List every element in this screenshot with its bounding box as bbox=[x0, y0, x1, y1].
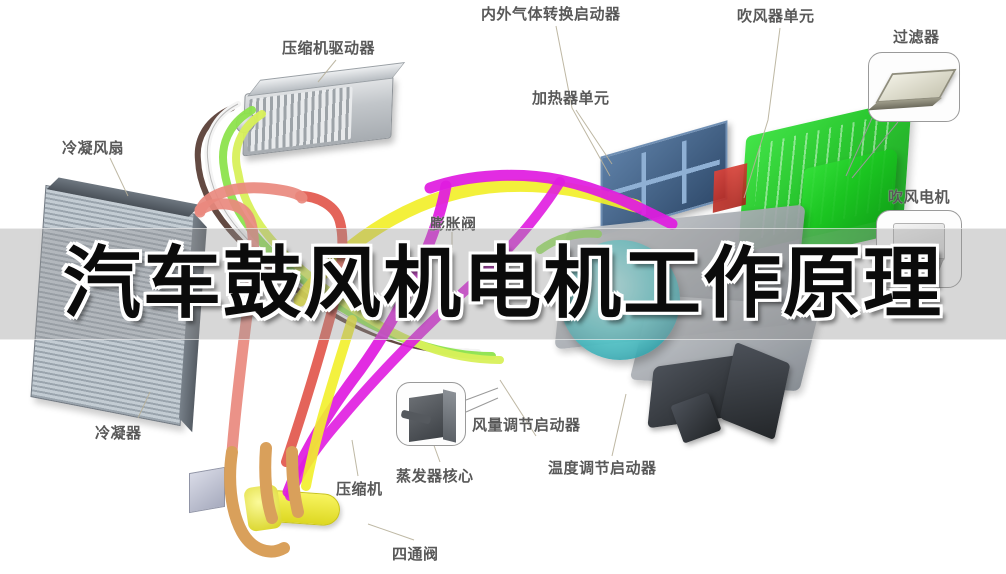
blower-motor-callout-box bbox=[876, 210, 962, 288]
label-condenser-fan: 冷凝风扇 bbox=[62, 140, 125, 157]
compressor-driver-part bbox=[235, 61, 406, 157]
label-condenser: 冷凝器 bbox=[95, 425, 142, 442]
receiver-drier-part bbox=[189, 466, 225, 514]
title-band-bottom-rule bbox=[0, 339, 1006, 340]
label-blower-unit: 吹风器单元 bbox=[737, 8, 815, 25]
cabin-filter-icon bbox=[875, 68, 957, 104]
label-blower-motor: 吹风电机 bbox=[888, 189, 951, 206]
label-air-source-actuator: 内外气体转换启动器 bbox=[481, 6, 621, 23]
hvac-seal-red bbox=[712, 163, 748, 213]
label-compressor: 压缩机 bbox=[336, 481, 383, 498]
title-band bbox=[0, 228, 1006, 340]
label-filter: 过滤器 bbox=[893, 29, 940, 46]
label-airflow-actuator: 风量调节启动器 bbox=[472, 417, 581, 434]
blower-motor-icon bbox=[893, 223, 945, 261]
driver-heatsink-fins bbox=[247, 86, 353, 152]
label-temperature-actuator: 温度调节启动器 bbox=[548, 460, 657, 477]
label-heater-unit: 加热器单元 bbox=[532, 90, 610, 107]
damper-face-icon bbox=[443, 389, 456, 443]
page-title: 汽车鼓风机电机工作原理 bbox=[62, 239, 943, 329]
condenser-top-tank bbox=[46, 177, 201, 217]
filter-callout-box bbox=[868, 52, 960, 122]
title-band-top-rule bbox=[0, 228, 1006, 229]
compressor-clutch bbox=[243, 483, 283, 533]
heater-core-grid bbox=[608, 130, 720, 226]
label-four-way-valve: 四通阀 bbox=[392, 546, 439, 563]
label-compressor-driver: 压缩机驱动器 bbox=[282, 40, 376, 57]
label-evaporator-core: 蒸发器核心 bbox=[396, 468, 474, 485]
airflow-actuator-callout-box bbox=[396, 382, 466, 446]
